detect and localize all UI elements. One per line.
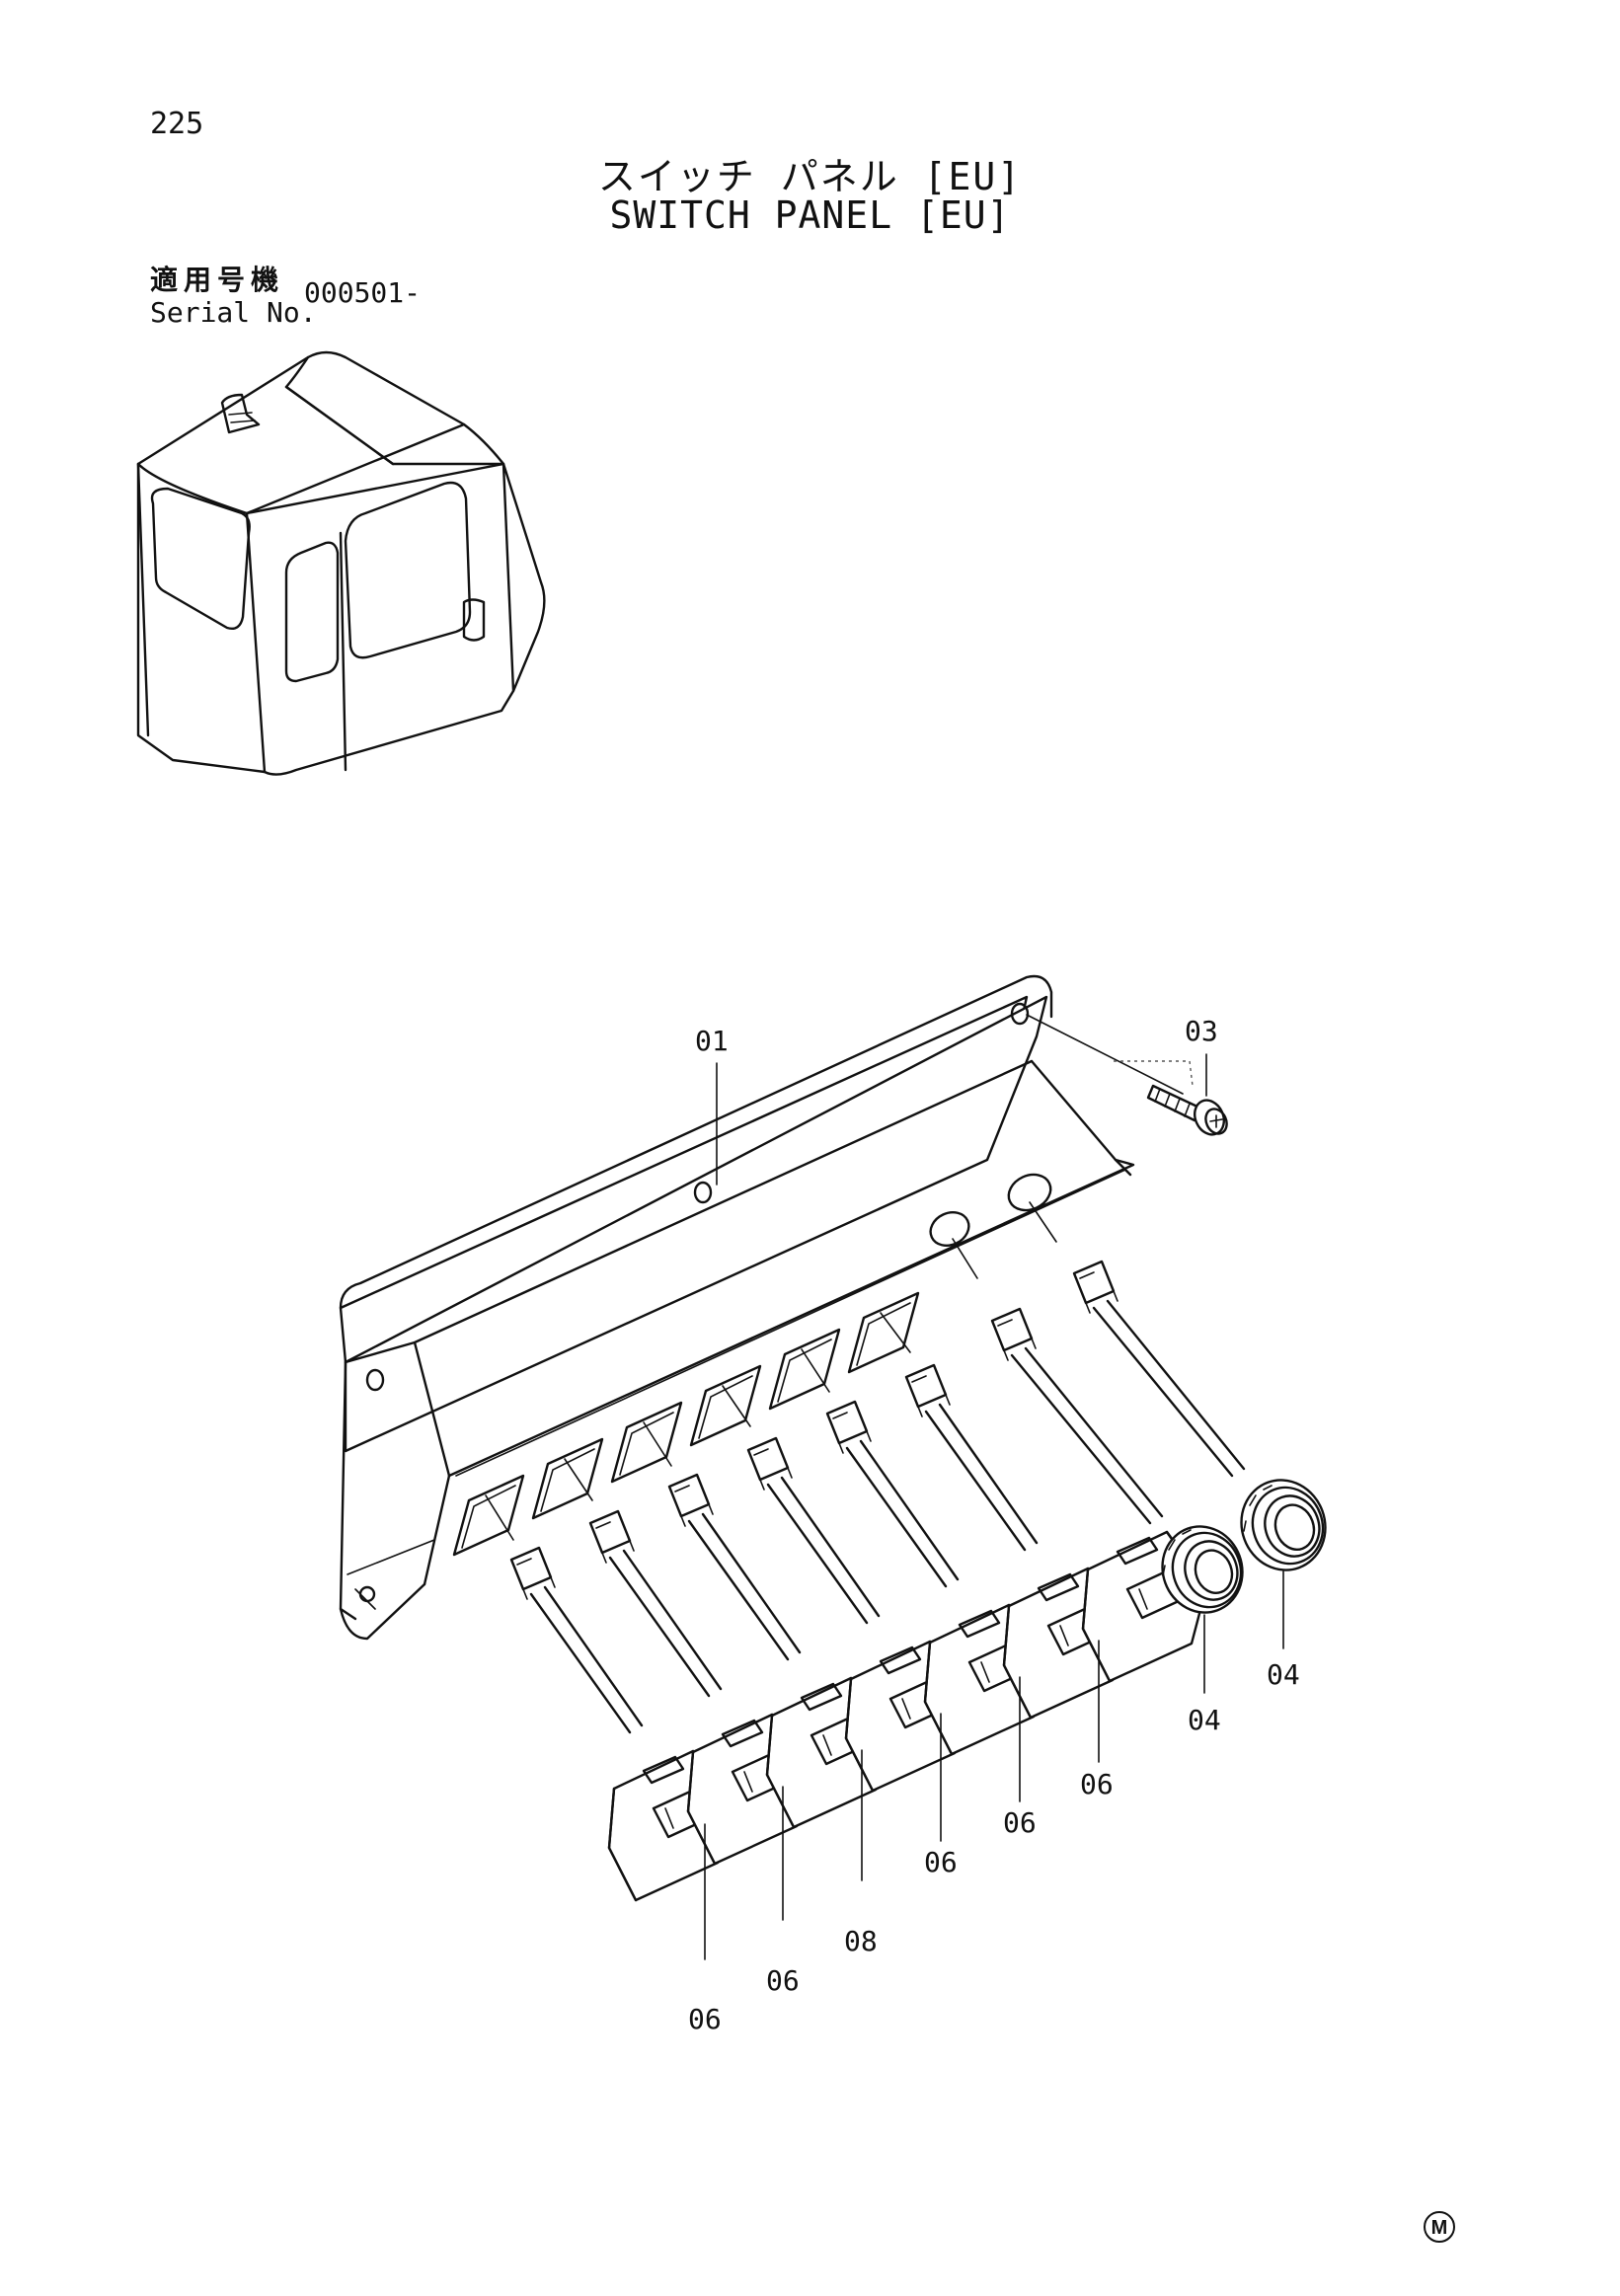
- callout-08: 08: [844, 1925, 878, 1957]
- cab-location-sketch: [136, 350, 546, 776]
- wire-harnesses: [509, 1260, 1246, 1734]
- callout-06-d: 06: [766, 1964, 800, 1997]
- serial-label-english: Serial No.: [150, 296, 317, 329]
- callout-06-b: 06: [1003, 1806, 1037, 1839]
- page-title-japanese: スイッチ パネル [EU]: [597, 155, 1023, 198]
- callout-04-a: 04: [1188, 1704, 1221, 1736]
- serial-label-japanese: 適用号機: [150, 264, 285, 296]
- callout-06-e: 06: [688, 2003, 722, 2035]
- leader-lines: [485, 1053, 1207, 1541]
- screw-03: [1026, 1014, 1228, 1136]
- switch-panel-bracket: [339, 974, 1135, 1641]
- callout-01: 01: [695, 1025, 729, 1057]
- callout-06-a: 06: [1080, 1768, 1114, 1800]
- rocker-switches: [607, 1530, 1208, 1902]
- m-mark-letter: M: [1431, 2217, 1448, 2239]
- page-title-english: SWITCH PANEL [EU]: [609, 193, 1011, 237]
- m-mark: M: [1424, 2211, 1455, 2243]
- callout-03: 03: [1185, 1015, 1218, 1047]
- switch-slots: [452, 1173, 1052, 1557]
- serial-number-value: 000501-: [304, 276, 422, 309]
- callout-leaders: [704, 1570, 1284, 1960]
- callout-labels: 01 03 04 04 06 06 06 08 06 06: [688, 1015, 1300, 2035]
- page-number: 225: [150, 107, 204, 141]
- indicator-lamps: [1161, 1479, 1327, 1614]
- callout-04-b: 04: [1267, 1658, 1300, 1691]
- callout-06-c: 06: [924, 1846, 958, 1878]
